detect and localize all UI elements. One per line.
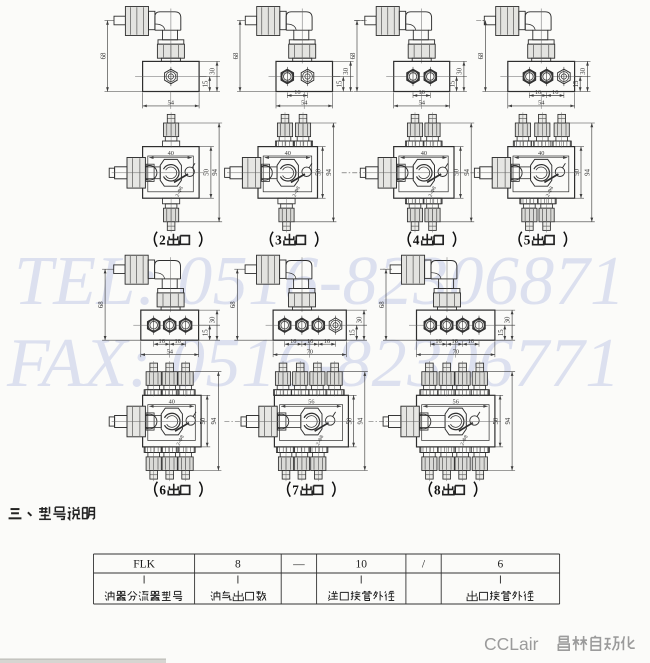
svg-text:50: 50 (315, 168, 322, 175)
svg-text:94: 94 (326, 168, 333, 175)
svg-text:68: 68 (350, 52, 357, 59)
svg-text:50: 50 (204, 168, 211, 175)
svg-text:54: 54 (418, 100, 425, 107)
svg-text:6: 6 (498, 559, 504, 571)
svg-text:30: 30 (357, 316, 364, 323)
svg-text:8: 8 (434, 483, 441, 498)
svg-text:68: 68 (98, 301, 105, 308)
svg-text:3: 3 (275, 233, 282, 248)
svg-text:2-Φ8: 2-Φ8 (292, 185, 302, 198)
svg-text:16: 16 (294, 89, 300, 96)
svg-text:8: 8 (235, 559, 241, 571)
svg-text:30: 30 (210, 67, 217, 74)
svg-text:—: — (292, 559, 305, 571)
svg-text:15: 15 (336, 80, 343, 87)
svg-text:FLK: FLK (133, 559, 155, 571)
svg-text:68: 68 (478, 52, 485, 59)
svg-text:15: 15 (498, 329, 505, 336)
svg-text:50: 50 (200, 417, 207, 424)
svg-text:6: 6 (159, 483, 166, 498)
svg-text:16: 16 (451, 338, 457, 345)
svg-text:40: 40 (538, 150, 544, 157)
svg-text:94: 94 (212, 168, 219, 175)
svg-text:15: 15 (450, 80, 457, 87)
svg-text:68: 68 (230, 301, 237, 308)
svg-text:30: 30 (210, 316, 217, 323)
svg-text:68: 68 (233, 52, 240, 59)
svg-text:CCLair: CCLair (484, 634, 539, 654)
svg-text:16: 16 (435, 338, 441, 345)
svg-text:2-Φ8: 2-Φ8 (176, 434, 186, 447)
svg-text:16: 16 (307, 338, 313, 345)
svg-text:16: 16 (535, 89, 541, 96)
svg-text:50: 50 (493, 417, 500, 424)
svg-text:50: 50 (346, 417, 353, 424)
svg-text:40: 40 (168, 150, 174, 157)
svg-text:40: 40 (421, 150, 427, 157)
svg-text:TEL: 0516-82306871: TEL: 0516-82306871 (14, 243, 625, 320)
svg-text:5: 5 (524, 233, 531, 248)
svg-text:16: 16 (552, 89, 558, 96)
svg-text:68: 68 (100, 52, 107, 59)
svg-text:50: 50 (574, 168, 581, 175)
svg-text:94: 94 (211, 417, 218, 424)
svg-text:16: 16 (174, 338, 180, 345)
svg-text:4: 4 (413, 233, 420, 248)
svg-text:2-Φ8: 2-Φ8 (315, 434, 325, 447)
svg-text:94: 94 (505, 417, 512, 424)
svg-text:2: 2 (159, 233, 166, 248)
svg-text:54: 54 (168, 100, 175, 107)
svg-text:15: 15 (203, 80, 210, 87)
svg-text:68: 68 (379, 301, 386, 308)
svg-text:16: 16 (159, 338, 165, 345)
svg-text:40: 40 (169, 399, 175, 406)
svg-text:94: 94 (464, 168, 471, 175)
svg-text:56: 56 (453, 399, 459, 406)
svg-text:FAX: 0516-82306771: FAX: 0516-82306771 (6, 325, 621, 402)
svg-text:2-Φ8: 2-Φ8 (428, 185, 438, 198)
svg-text:30: 30 (505, 316, 512, 323)
svg-text:40: 40 (285, 150, 291, 157)
svg-text:2-Φ8: 2-Φ8 (175, 185, 185, 198)
svg-text:50: 50 (453, 168, 460, 175)
svg-text:54: 54 (538, 100, 545, 107)
svg-text:54: 54 (301, 100, 308, 107)
svg-text:7: 7 (292, 483, 299, 498)
svg-text:54: 54 (166, 348, 173, 355)
svg-text:15: 15 (203, 329, 210, 336)
svg-text:15: 15 (350, 329, 357, 336)
svg-text:/: / (422, 559, 426, 571)
svg-text:16: 16 (324, 338, 330, 345)
svg-text:16: 16 (290, 338, 296, 345)
svg-text:30: 30 (343, 67, 350, 74)
svg-text:15: 15 (573, 80, 580, 87)
svg-text:2-Φ8: 2-Φ8 (460, 434, 470, 447)
svg-text:16: 16 (468, 338, 474, 345)
svg-text:10: 10 (355, 559, 367, 571)
svg-text:56: 56 (308, 399, 314, 406)
svg-text:2-Φ8: 2-Φ8 (545, 185, 555, 198)
svg-text:30: 30 (580, 67, 587, 74)
svg-text:94: 94 (358, 417, 365, 424)
svg-text:94: 94 (585, 168, 592, 175)
svg-text:30: 30 (457, 67, 464, 74)
